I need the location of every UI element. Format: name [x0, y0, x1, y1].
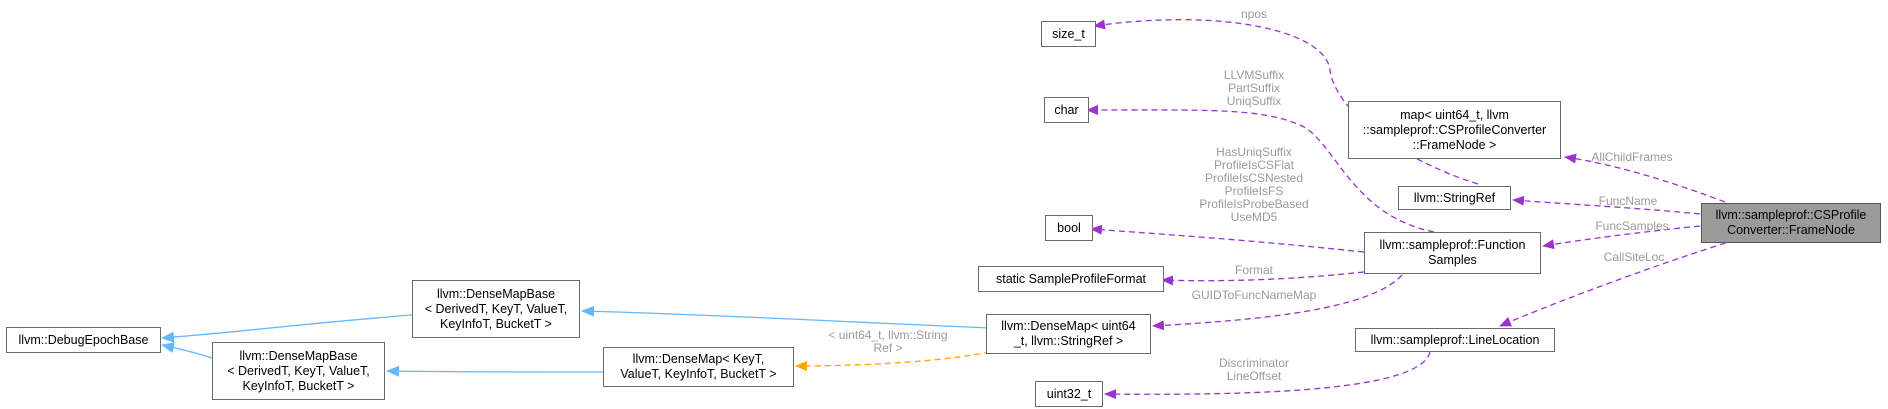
node-sample-profile-format[interactable]: static SampleProfileFormat [978, 266, 1164, 292]
label-char-members: LLVMSuffix PartSuffix UniqSuffix [1223, 68, 1285, 108]
node-dense-map-template[interactable]: llvm::DenseMap< KeyT, ValueT, KeyInfoT, … [603, 347, 794, 387]
edge-uint32-members [1104, 351, 1431, 400]
node-dense-map-base-2[interactable]: llvm::DenseMapBase < DerivedT, KeyT, Val… [212, 342, 385, 400]
label-uint32-members: Discriminator LineOffset [1218, 356, 1290, 383]
edge-call-site-loc [1499, 239, 1736, 327]
label-call-site-loc: CallSiteLoc [1603, 250, 1665, 264]
label-all-child-frames: AllChildFrames [1591, 150, 1673, 164]
node-map-child-frames[interactable]: map< uint64_t, llvm ::sampleprof::CSProf… [1348, 101, 1561, 159]
node-char[interactable]: char [1044, 97, 1089, 123]
edge-inherit-dense-map-base-1 [581, 305, 991, 329]
edge-bool-members [1090, 224, 1365, 253]
label-bool-members: HasUniqSuffix ProfileIsCSFlat ProfileIsC… [1199, 145, 1309, 224]
edge-npos [1093, 19, 1479, 185]
node-size-t[interactable]: size_t [1041, 21, 1096, 47]
node-frame-node[interactable]: llvm::sampleprof::CSProfile Converter::F… [1701, 203, 1881, 243]
edge-inherit-dense-map-base-2 [386, 365, 604, 377]
label-template-args: < uint64_t, llvm::String Ref > [828, 328, 948, 355]
node-line-location[interactable]: llvm::sampleprof::LineLocation [1355, 328, 1555, 352]
label-format: Format [1234, 263, 1274, 277]
edge-func-name [1512, 195, 1701, 215]
edge-guid-map [1152, 274, 1403, 331]
edge-inherit-debug-epoch-1 [161, 314, 413, 343]
edge-all-child-frames [1564, 153, 1726, 203]
label-npos: npos [1240, 7, 1268, 21]
label-func-samples: FuncSamples [1595, 219, 1669, 233]
node-string-ref[interactable]: llvm::StringRef [1398, 186, 1511, 210]
node-bool[interactable]: bool [1045, 215, 1093, 241]
edge-char-members [1086, 104, 1435, 233]
edge-template-instance [795, 351, 991, 371]
label-guid-map: GUIDToFuncNameMap [1191, 288, 1317, 302]
label-func-name: FuncName [1598, 194, 1658, 208]
node-dense-map-instance[interactable]: llvm::DenseMap< uint64 _t, llvm::StringR… [986, 314, 1151, 354]
node-dense-map-base-1[interactable]: llvm::DenseMapBase < DerivedT, KeyT, Val… [412, 280, 580, 338]
edge-inherit-debug-epoch-2 [161, 342, 213, 359]
edge-func-samples [1542, 225, 1701, 250]
edge-format [1161, 271, 1365, 286]
node-function-samples[interactable]: llvm::sampleprof::Function Samples [1364, 232, 1541, 274]
node-debug-epoch-base[interactable]: llvm::DebugEpochBase [6, 327, 161, 353]
node-uint32-t[interactable]: uint32_t [1035, 381, 1103, 407]
